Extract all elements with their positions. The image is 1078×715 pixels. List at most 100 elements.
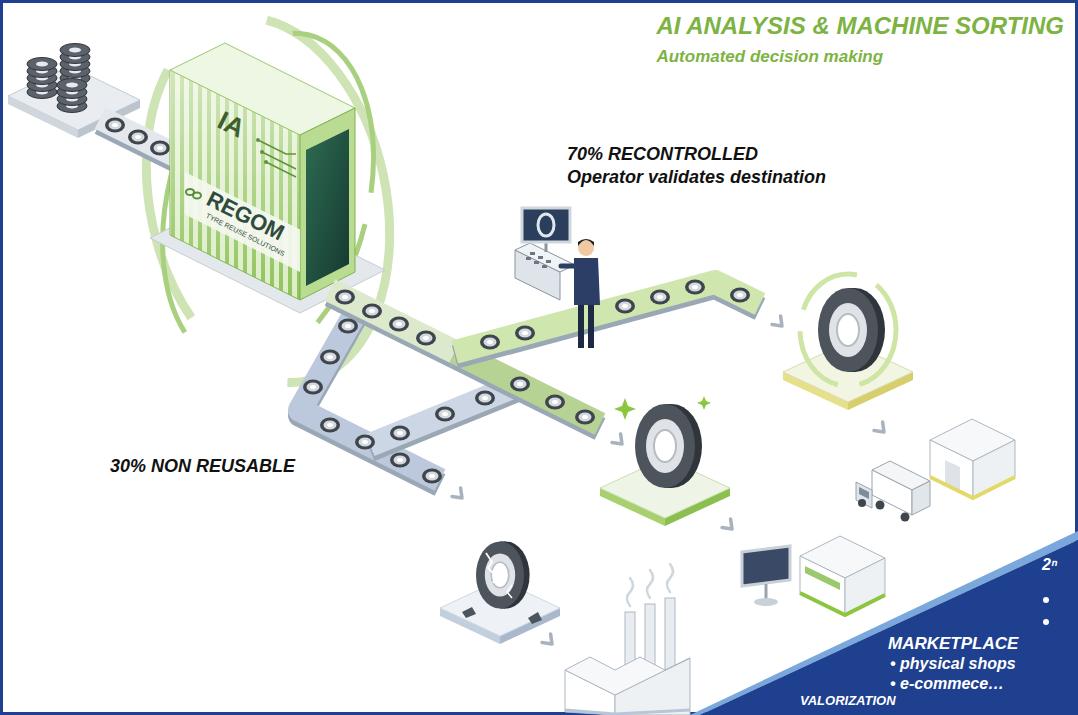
online-shop — [742, 546, 790, 586]
ai-sorting-machine — [185, 172, 300, 272]
ai-sorting-machine — [306, 129, 349, 286]
marketplace-panel: 2ⁿMARKETPLACE• physical shops• e-commece… — [690, 535, 1078, 715]
diagram-title: AI ANALYSIS & MACHINE SORTING — [656, 12, 1064, 40]
operator-console — [515, 243, 575, 272]
tyre-on-belt — [475, 391, 495, 406]
operator-figure — [588, 300, 594, 348]
tyre-on-belt — [422, 469, 442, 484]
reuse-platform — [800, 274, 896, 386]
recycling-factory — [647, 570, 653, 598]
tyre-on-belt — [362, 304, 382, 319]
tyre-stock — [8, 44, 140, 139]
ai-swirl — [130, 11, 406, 389]
operator-console — [526, 252, 551, 268]
recycling-factory — [627, 578, 633, 606]
tyre-stock — [60, 44, 90, 57]
flow-chevron — [772, 316, 782, 326]
waste-platform — [507, 585, 512, 598]
ai-sorting-machine — [258, 140, 296, 177]
input-conveyor — [150, 141, 170, 156]
warehouse-truck — [858, 499, 866, 507]
warehouse-truck — [856, 419, 1015, 522]
ai-swirl — [114, 0, 422, 405]
waste-platform — [476, 541, 530, 608]
operator-figure — [578, 239, 594, 246]
warehouse-truck — [930, 477, 1015, 498]
flow-chevron — [722, 519, 732, 529]
operator-console — [534, 261, 539, 264]
panel-heading: VALORIZATION — [800, 694, 896, 709]
panel-item: • physical shops — [890, 655, 1016, 673]
operator-figure — [561, 264, 576, 269]
warehouse-truck — [856, 482, 872, 508]
stage-label: 30% NON REUSABLE — [110, 456, 295, 477]
conveyor-belt — [455, 282, 760, 352]
stage-label: 70% RECONTROLLED — [567, 144, 758, 165]
flow-chevron — [542, 634, 552, 644]
tyre-on-belt — [650, 290, 670, 305]
marketplace-panel-shape — [690, 535, 1078, 715]
tyre-stock — [27, 58, 57, 71]
tyre-on-belt — [355, 435, 375, 450]
recycling-factory — [667, 564, 673, 592]
tyre-on-belt — [435, 407, 455, 422]
tyre-on-belt — [389, 317, 409, 332]
input-conveyor — [105, 118, 125, 133]
warehouse-truck — [872, 470, 912, 515]
warehouse-truck — [876, 501, 885, 510]
ai-sorting-machine — [264, 160, 268, 164]
operator-figure — [578, 240, 594, 256]
operator-figure — [561, 239, 600, 348]
flow-chevron — [452, 488, 462, 498]
warehouse-truck — [859, 487, 869, 499]
panel-edge — [690, 531, 1078, 715]
online-shop — [754, 598, 778, 606]
subtitle: Automated decision making — [656, 47, 883, 67]
tyre-on-belt — [416, 331, 436, 346]
retread-platform — [635, 404, 702, 488]
ai-sorting-machine — [256, 138, 260, 142]
waste-platform — [462, 607, 476, 618]
ai-sorting-machine — [256, 138, 268, 164]
operator-console — [515, 208, 575, 300]
warehouse-truck — [912, 481, 930, 515]
tyre-on-belt — [685, 280, 705, 295]
operator-console — [530, 252, 535, 255]
tyre-on-belt — [510, 377, 530, 392]
tyre-on-belt — [575, 410, 595, 425]
tyre-on-belt — [320, 418, 340, 433]
ai-swirl — [114, 0, 422, 405]
panel-item: • e-commece… — [890, 675, 1004, 693]
ai-sorting-machine — [193, 193, 201, 199]
retread-platform — [600, 396, 730, 526]
stage-note: Operator validates destination — [567, 167, 826, 188]
warehouse-truck — [901, 513, 910, 522]
online-shop — [765, 584, 768, 600]
tyre-on-belt — [480, 335, 500, 350]
tyre-on-belt — [303, 380, 323, 395]
operator-console — [522, 208, 570, 242]
operator-console — [538, 214, 554, 236]
ai-sorting-machine — [300, 108, 355, 300]
conveyor-belt — [330, 290, 455, 352]
tyre-on-belt — [390, 426, 410, 441]
panel-heading: MARKETPLACE — [888, 634, 1018, 654]
flow-chevron — [612, 434, 622, 444]
tyre-on-belt — [615, 299, 635, 314]
operator-console — [526, 257, 531, 260]
retread-platform — [614, 398, 636, 420]
ai-sorting-machine — [260, 150, 264, 154]
bullet-dot — [1043, 597, 1049, 603]
waste-platform — [440, 541, 560, 644]
tyre-on-belt — [390, 453, 410, 468]
waste-platform — [528, 612, 542, 624]
conveyor-belt — [370, 384, 520, 445]
reuse-platform — [783, 274, 913, 410]
operator-figure — [578, 300, 584, 348]
reuse-platform — [818, 288, 885, 372]
operator-console — [538, 256, 543, 259]
tyre-on-belt — [515, 326, 535, 341]
panel-ground — [700, 540, 1078, 715]
